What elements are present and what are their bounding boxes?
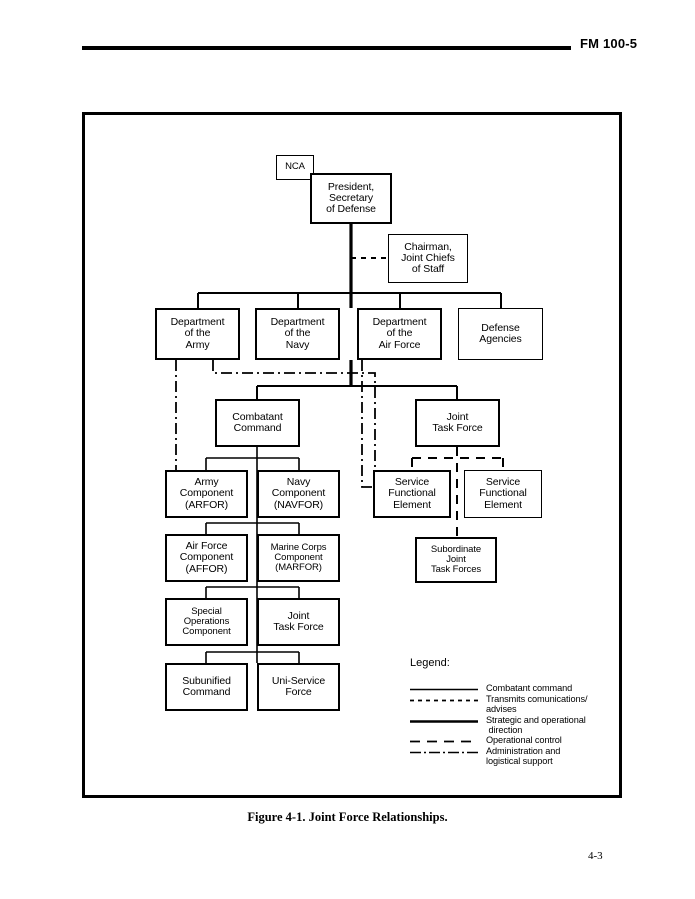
legend-entry-strategic-operational-direction: Strategic and operational direction (410, 715, 615, 736)
legend-title: Legend: (410, 657, 450, 669)
page-number: 4-3 (588, 850, 603, 862)
legend: Legend: Combatant command Transmits comu… (410, 657, 615, 767)
node-nca: NCA (276, 155, 314, 180)
legend-entry-operational-control: Operational control (410, 735, 615, 746)
manual-designation: FM 100-5 (580, 36, 638, 51)
legend-entry-transmits-communications: Transmits comunications/advises (410, 694, 615, 715)
legend-swatch-dash-dot (410, 751, 478, 754)
legend-entry-combatant-command: Combatant command (410, 683, 615, 694)
header-rule (82, 46, 571, 50)
legend-swatch-solid-thick (410, 719, 478, 723)
legend-swatch-dashed (410, 740, 478, 743)
legend-label-operational-control: Operational control (486, 735, 562, 746)
legend-label-transmits-communications: Transmits comunications/advises (486, 694, 588, 715)
figure-caption: Figure 4-1. Joint Force Relationships. (247, 810, 448, 824)
legend-swatch-solid-thin (410, 688, 478, 691)
node-nca-label: NCA (285, 161, 305, 173)
legend-label-combatant-command: Combatant command (486, 683, 573, 693)
legend-swatch-dotted (410, 699, 478, 702)
legend-label-strategic-operational-direction: Strategic and operational direction (486, 714, 586, 735)
